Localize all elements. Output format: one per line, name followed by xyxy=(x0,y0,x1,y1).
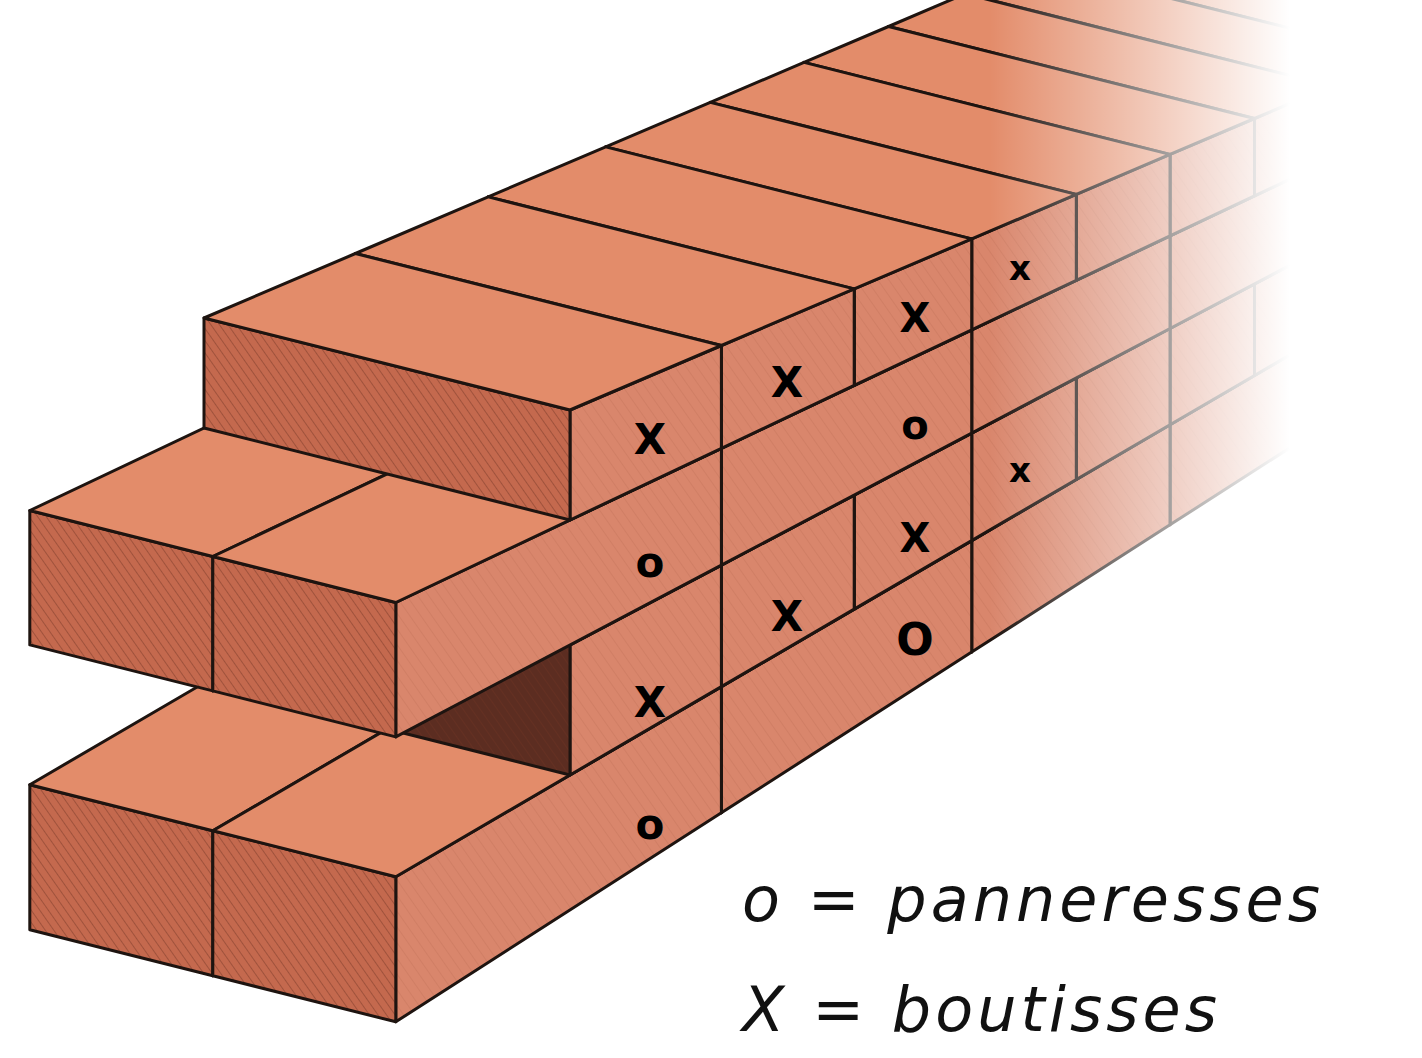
brick-face-fill xyxy=(204,254,721,411)
bond-mark: X xyxy=(634,419,666,461)
brick-face-outline xyxy=(204,254,721,411)
bond-mark: X xyxy=(634,682,666,724)
bond-mark: X xyxy=(900,518,931,558)
bond-mark: o xyxy=(636,804,665,846)
bond-mark: X xyxy=(771,596,803,638)
bond-mark: x xyxy=(1009,453,1031,487)
bond-mark: o xyxy=(636,542,665,584)
bond-mark: o xyxy=(901,405,928,445)
bond-mark: X xyxy=(900,298,931,338)
legend-text: o = panneresses xyxy=(742,869,1324,931)
legend-text: X = boutisses xyxy=(742,979,1221,1041)
brick-face xyxy=(204,254,721,411)
bond-mark: X xyxy=(771,362,803,404)
bond-mark: O xyxy=(896,618,933,662)
bond-mark: x xyxy=(1009,251,1031,285)
